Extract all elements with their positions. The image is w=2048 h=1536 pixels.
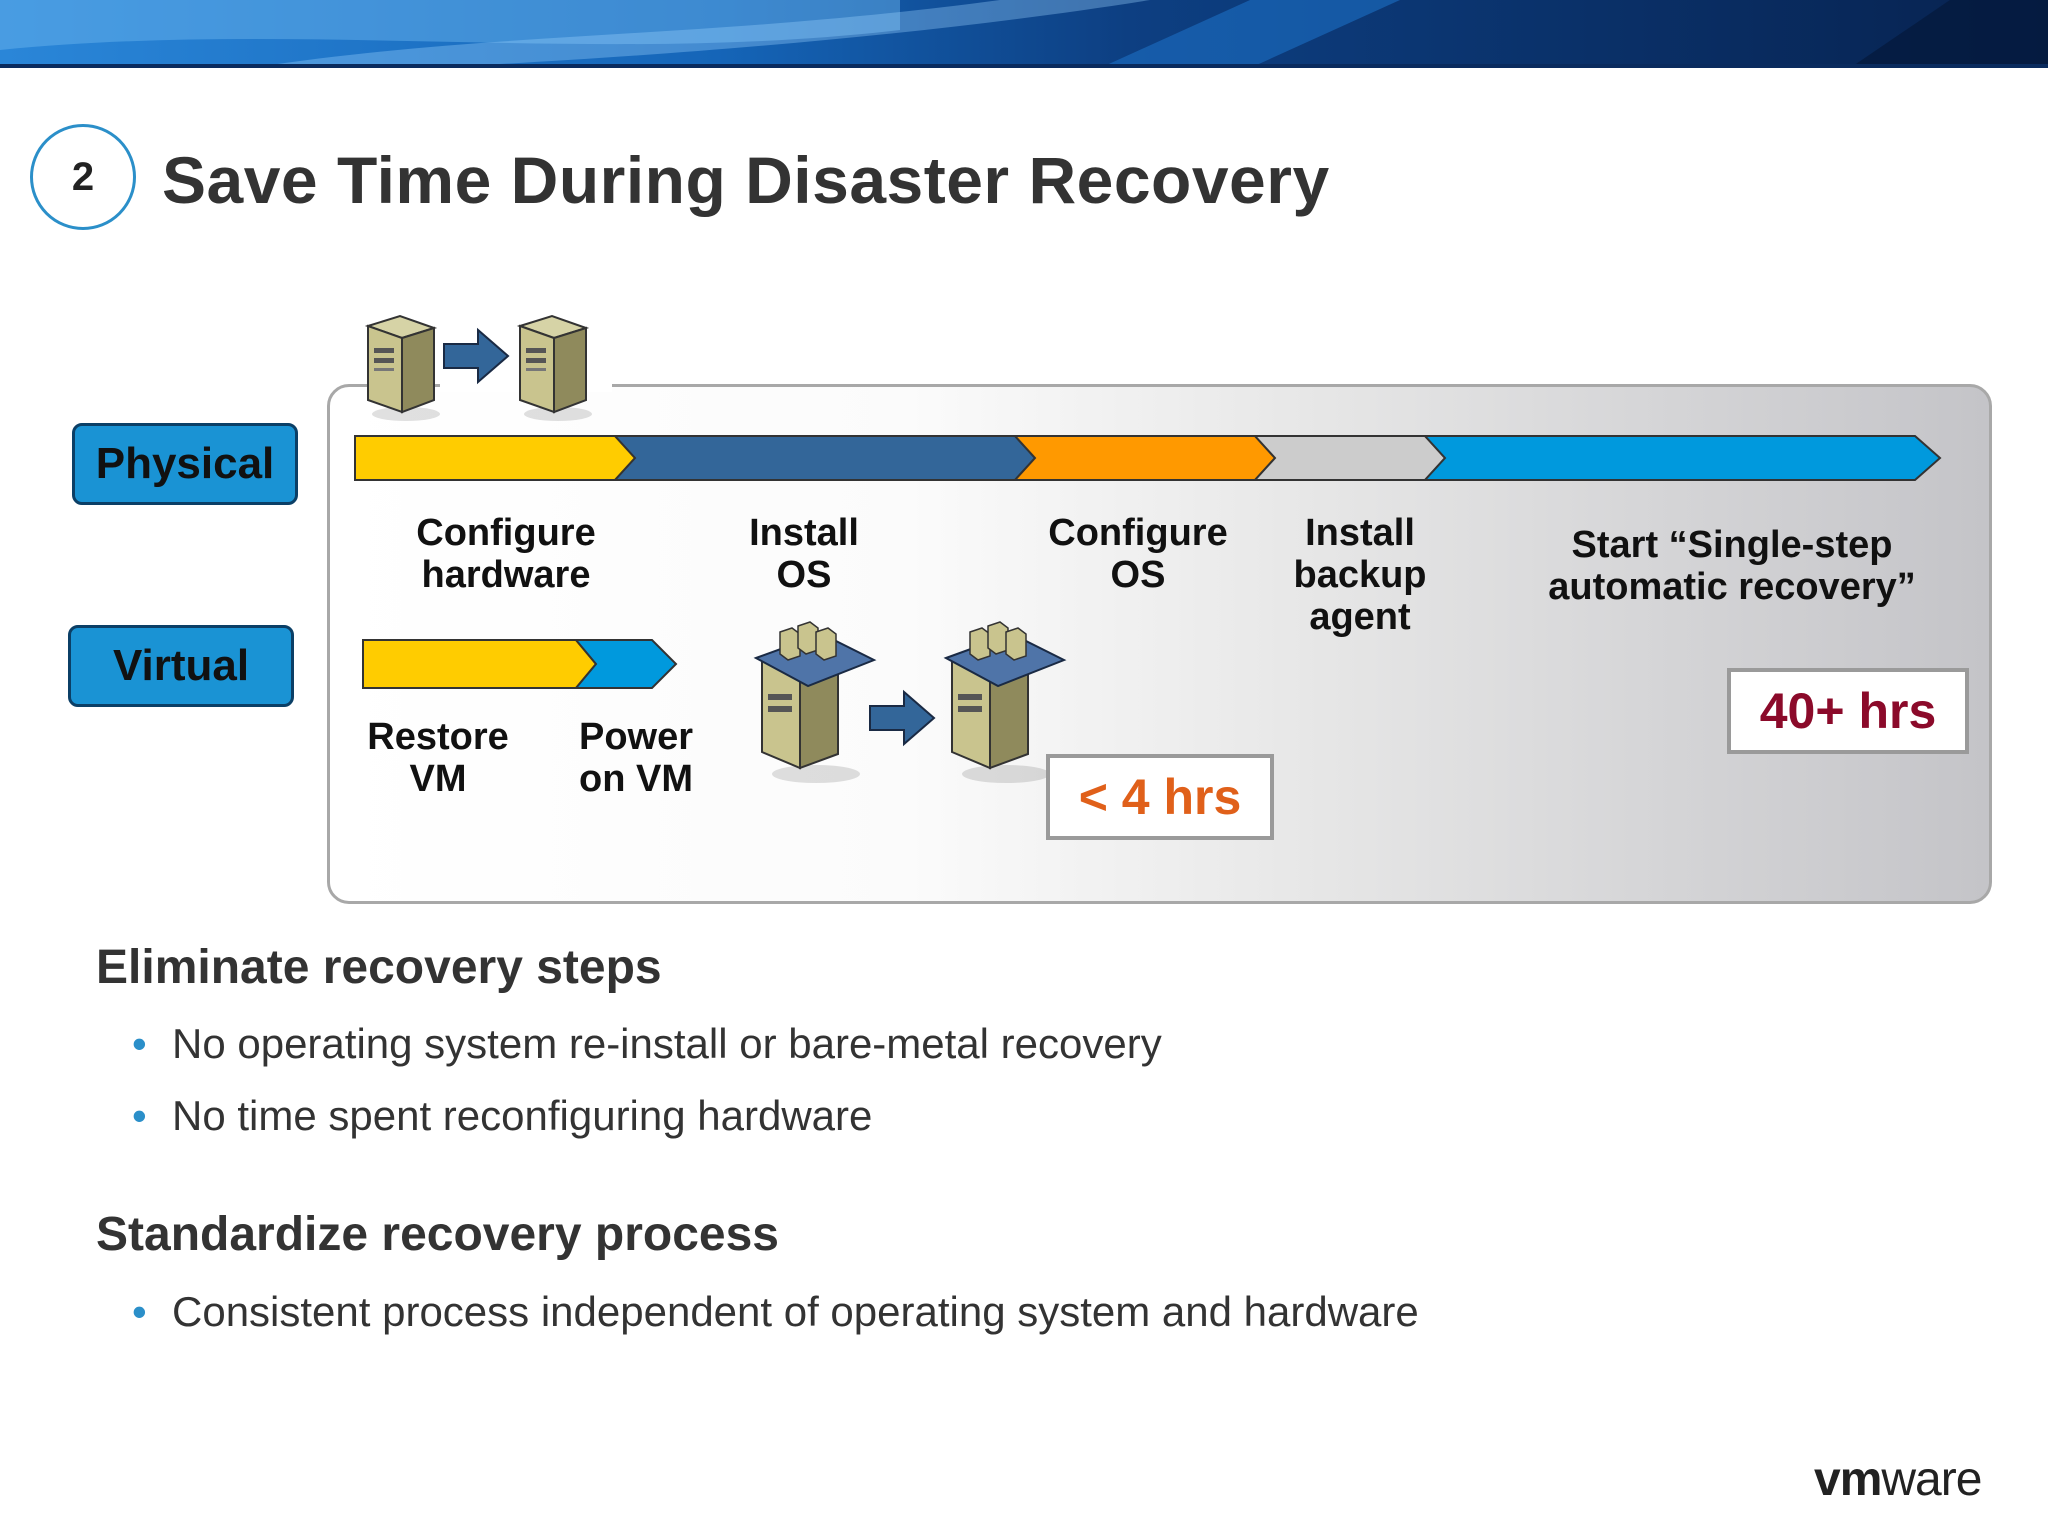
virtual-time-value: < 4 hrs [1078, 769, 1242, 825]
bullet-icon: • [132, 1092, 147, 1139]
restore-vm-segment [362, 639, 598, 689]
page-title: Save Time During Disaster Recovery [162, 143, 1330, 217]
vmware-logo: vmware [1814, 1453, 1982, 1506]
configure-hardware-segment [354, 435, 637, 481]
virtual-server-icon [943, 621, 1067, 783]
power-on-vm-segment [573, 639, 678, 689]
virtual-time-box: < 4 hrs [1046, 754, 1274, 840]
step-number-badge: 2 [30, 124, 136, 230]
benefit-bullet: •Consistent process independent of opera… [132, 1288, 1419, 1335]
benefit-bullet: •No operating system re-install or bare-… [132, 1020, 1162, 1067]
physical-server-icon [364, 314, 440, 421]
virtual-server-icon [753, 621, 877, 783]
install-backup-agent-segment [1252, 435, 1447, 481]
configure-os-segment [1012, 435, 1277, 481]
benefit-bullet: •No time spent reconfiguring hardware [132, 1092, 873, 1139]
physical-timeline [354, 435, 1942, 481]
virtual-row-label: Virtual [68, 625, 294, 707]
install-os-segment [612, 435, 1037, 481]
header-banner [0, 0, 2048, 68]
start-recovery-segment [1422, 435, 1942, 481]
physical-row-label: Physical [72, 423, 298, 505]
physical-server-icon [516, 314, 592, 421]
bullet-icon: • [132, 1288, 147, 1335]
benefit-heading: Standardize recovery process [96, 1208, 779, 1261]
benefit-heading: Eliminate recovery steps [96, 941, 662, 994]
physical-time-value: 40+ hrs [1759, 683, 1937, 739]
bullet-icon: • [132, 1020, 147, 1067]
arrow-right-icon [869, 689, 936, 747]
physical-time-box: 40+ hrs [1727, 668, 1969, 754]
arrow-right-icon [443, 327, 510, 385]
virtual-timeline [362, 639, 678, 689]
